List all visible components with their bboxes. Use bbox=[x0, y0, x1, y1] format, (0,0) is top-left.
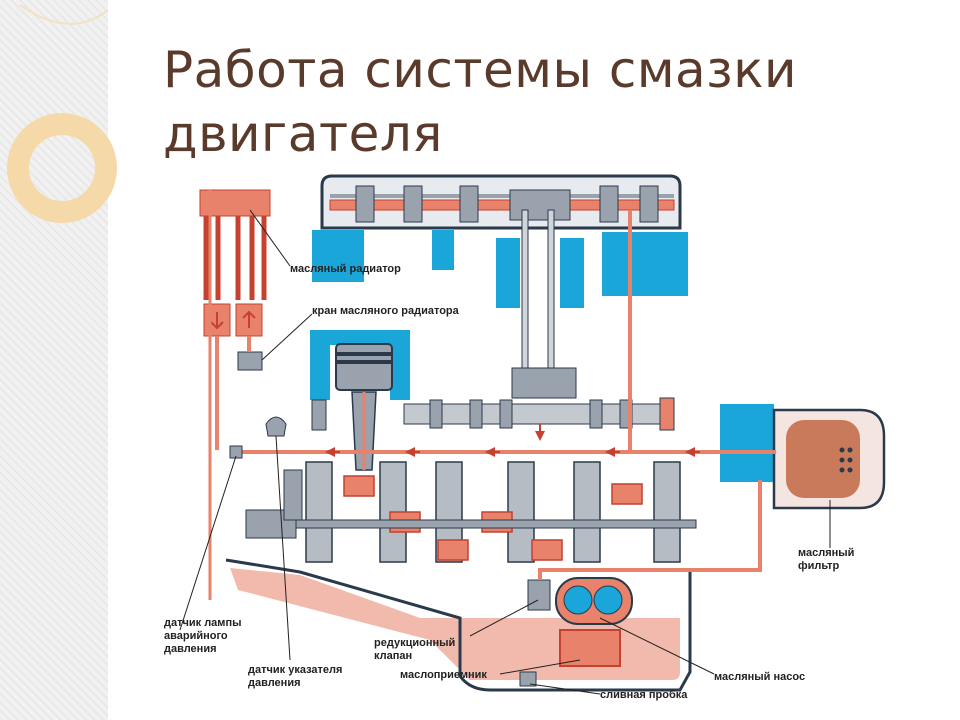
camshaft bbox=[330, 194, 674, 198]
label-oil-filter-line2: фильтр bbox=[798, 560, 840, 572]
piston-ring bbox=[336, 360, 392, 364]
main-journal bbox=[437, 539, 469, 561]
crank-web bbox=[653, 461, 681, 563]
shaft-lobe bbox=[589, 399, 603, 429]
cylinder-head bbox=[320, 174, 682, 230]
label-gauge-sensor-line1: датчик указателя bbox=[248, 664, 342, 676]
oil-intake-body bbox=[559, 629, 621, 667]
filter-element bbox=[786, 420, 860, 498]
pressure-gauge-sensor bbox=[265, 416, 287, 437]
sensors bbox=[229, 416, 303, 521]
oil-filter bbox=[772, 408, 886, 510]
oil-pump bbox=[527, 577, 633, 667]
cam-lobe bbox=[403, 185, 423, 223]
radiator-valve bbox=[237, 351, 263, 371]
coolant-block bbox=[720, 404, 774, 482]
drain-plug bbox=[519, 671, 537, 687]
cam-lobe bbox=[459, 185, 479, 223]
flow-arrows bbox=[325, 424, 700, 457]
slide-title-line2: двигателя bbox=[163, 105, 443, 163]
label-pressure-relief-line2: клапан bbox=[374, 650, 412, 662]
decorative-arc bbox=[19, 4, 109, 25]
shaft-lobe bbox=[499, 399, 513, 429]
shaft-oil-seal bbox=[659, 397, 675, 431]
label-pressure-relief-line1: редукционный bbox=[374, 637, 455, 649]
auxiliary-shaft bbox=[311, 397, 675, 431]
label-warning-sensor-line1: датчик лампы bbox=[164, 617, 241, 629]
crankpin bbox=[611, 483, 643, 505]
distributor-gear bbox=[283, 469, 303, 521]
shaft-bearing bbox=[311, 399, 327, 431]
oil-radiator bbox=[199, 189, 271, 371]
label-oil-intake: маслоприемник bbox=[400, 669, 487, 681]
arrow-icon bbox=[242, 310, 256, 328]
pushrod bbox=[521, 209, 529, 381]
radiator-top-tank bbox=[199, 189, 271, 217]
main-journal bbox=[531, 539, 563, 561]
cam-lobe bbox=[355, 185, 375, 223]
lifter-block bbox=[511, 367, 577, 399]
decorative-ring bbox=[7, 113, 117, 223]
crank-web bbox=[573, 461, 601, 563]
shaft-lobe bbox=[429, 399, 443, 429]
coolant-block bbox=[432, 230, 454, 270]
camshaft-oil-gallery bbox=[329, 199, 675, 211]
label-oil-radiator: масляный радиатор bbox=[290, 263, 401, 275]
cooling-jacket bbox=[310, 230, 774, 482]
pressure-relief-valve bbox=[527, 579, 551, 611]
piston bbox=[335, 343, 393, 391]
shaft-lobe bbox=[469, 399, 483, 429]
pushrod bbox=[547, 209, 555, 381]
crank-web bbox=[305, 461, 333, 563]
gear-icon bbox=[563, 585, 593, 615]
label-drain-plug: сливная пробка bbox=[600, 689, 688, 701]
warning-lamp-sensor bbox=[229, 445, 243, 459]
cam-lobe bbox=[639, 185, 659, 223]
cam-lobe bbox=[599, 185, 619, 223]
label-warning-sensor-line3: давления bbox=[164, 643, 217, 655]
label-gauge-sensor-line2: давления bbox=[248, 677, 301, 689]
gear-icon bbox=[593, 585, 623, 615]
slide-title: Работа системы смазки двигателя bbox=[163, 38, 923, 166]
coolant-block bbox=[602, 232, 688, 296]
pump-outlet-line bbox=[538, 480, 762, 580]
leader-lines bbox=[179, 209, 831, 695]
label-oil-filter-line1: масляный bbox=[798, 547, 854, 559]
decorative-circles bbox=[7, 4, 117, 223]
arrow-icon bbox=[210, 312, 224, 330]
label-warning-sensor-line2: аварийного bbox=[164, 630, 228, 642]
coolant-block bbox=[312, 230, 364, 282]
label-oil-pump: масляный насос bbox=[714, 671, 805, 683]
main-journal bbox=[343, 475, 375, 497]
oil-pan-wall bbox=[225, 558, 692, 692]
coolant-block bbox=[496, 238, 520, 308]
pushrods bbox=[511, 209, 577, 399]
slide-title-line1: Работа системы смазки bbox=[163, 41, 797, 99]
crank-axis bbox=[295, 519, 697, 529]
coolant-block bbox=[560, 238, 584, 308]
label-radiator-valve: кран масляного радиатора bbox=[312, 305, 460, 317]
piston-ring bbox=[336, 352, 392, 356]
crankshaft bbox=[245, 461, 697, 563]
rocker-assembly bbox=[509, 189, 571, 221]
shaft bbox=[403, 403, 675, 425]
